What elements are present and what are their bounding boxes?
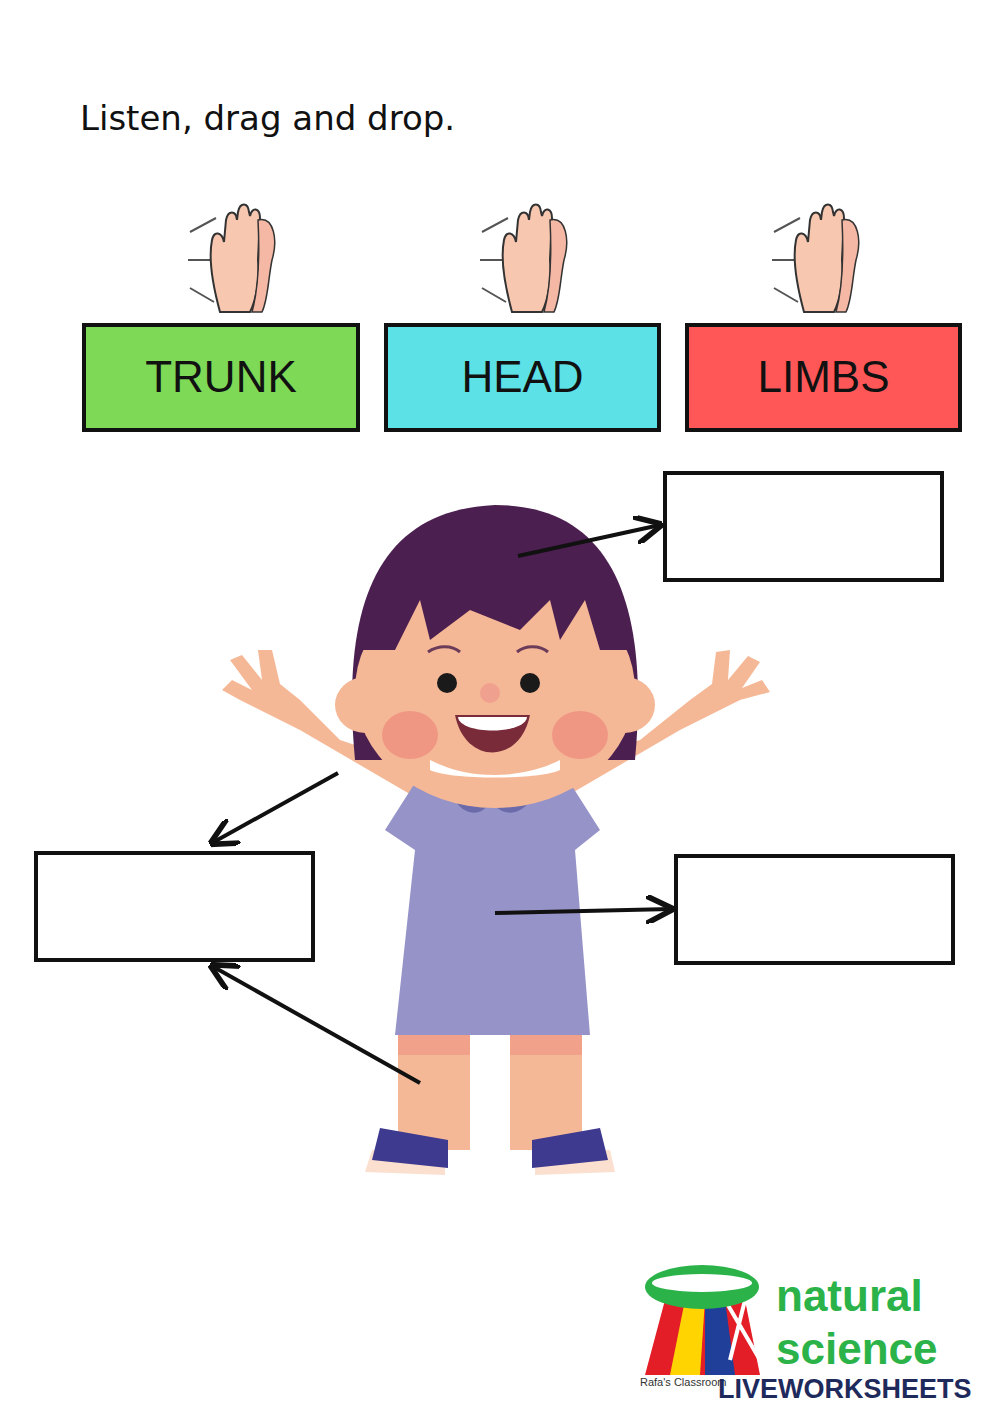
answer-box: [676, 856, 953, 963]
answer-box: [36, 853, 313, 960]
word-label: HEAD: [461, 353, 583, 401]
listen-icon: [188, 205, 275, 313]
word-label: LIMBS: [757, 353, 889, 401]
leader-arrow: [212, 773, 338, 843]
listen-icon: [480, 205, 567, 313]
word-label: TRUNK: [145, 353, 297, 401]
word-card: HEAD: [384, 323, 661, 432]
listen-icon: [772, 205, 859, 313]
logo-text: natural science: [776, 1270, 991, 1376]
girl-illustration: [222, 505, 770, 1175]
word-card: TRUNK: [82, 323, 360, 432]
word-card: LIMBS: [685, 323, 962, 432]
answer-box: [665, 473, 942, 580]
leader-arrow: [495, 909, 671, 913]
worksheet-title: Listen, drag and drop.: [80, 98, 455, 138]
logo: [645, 1265, 760, 1375]
watermark: LIVEWORKSHEETS: [718, 1374, 972, 1405]
leader-arrow: [518, 525, 660, 556]
logo-author: Rafa's Classroom: [640, 1376, 726, 1388]
leader-arrow: [212, 966, 420, 1083]
